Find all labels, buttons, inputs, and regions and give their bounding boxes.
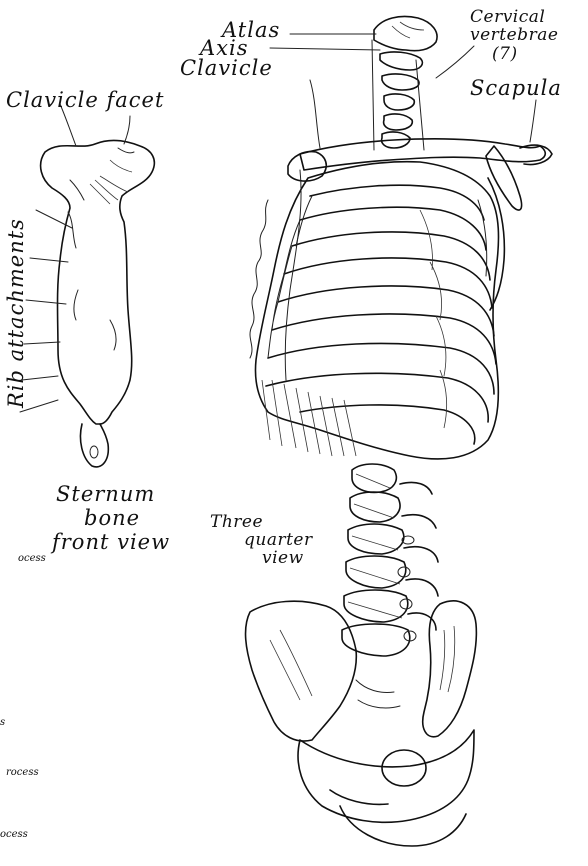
sternum-bone [20, 104, 154, 467]
label-clipped-process-2: rocess [6, 768, 39, 778]
label-clipped-process-1: ocess [18, 554, 46, 564]
cervical-spine [270, 17, 474, 151]
label-three-quarter-1: Three [210, 514, 263, 531]
label-three-quarter-2: quarter [244, 532, 313, 549]
label-clipped-process-3: ocess [0, 830, 28, 840]
label-scapula: Scapula [470, 78, 562, 99]
rib-cage [250, 162, 498, 459]
pelvis [246, 601, 477, 846]
lumbar-spine [342, 464, 438, 656]
label-cervical-vertebrae: Cervical vertebrae [470, 8, 580, 44]
label-clavicle-facet: Clavicle facet [6, 90, 164, 111]
label-three-quarter-3: view [262, 550, 304, 567]
label-sternum-caption-2: bone [84, 508, 140, 529]
label-sternum-caption-1: Sternum [56, 484, 155, 505]
label-clipped-s: s [0, 718, 5, 728]
label-clavicle: Clavicle [180, 58, 273, 79]
label-rib-attachments: Rib attachments [6, 218, 27, 408]
label-sternum-caption-3: front view [52, 532, 170, 553]
label-cervical-count: (7) [492, 46, 518, 63]
